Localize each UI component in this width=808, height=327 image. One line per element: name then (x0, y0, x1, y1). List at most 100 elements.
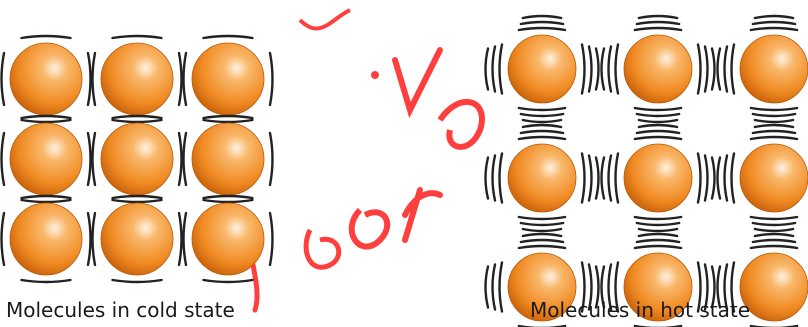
vibration-arc (111, 194, 163, 200)
hot-molecules-grid (484, 14, 808, 327)
vibration-arc (498, 152, 504, 204)
vibration-arc (202, 34, 254, 40)
vibration-arc (723, 154, 729, 202)
vibration-arc (580, 152, 586, 204)
vibration-arc (753, 227, 795, 233)
vibration-arc (491, 154, 497, 202)
vibration-arc (635, 221, 681, 227)
vibration-arc (268, 51, 274, 107)
vibration-arc (633, 135, 683, 141)
vibration-arc (600, 265, 606, 309)
molecule-sphere (507, 143, 577, 213)
vibration-arc (753, 14, 795, 20)
molecule-sphere (191, 202, 265, 276)
vibration-arc (751, 221, 797, 227)
vibration-arc (177, 131, 183, 187)
vibration-arc (633, 26, 683, 32)
vibration-arc (20, 114, 72, 120)
vibration-arc (20, 278, 72, 284)
vibration-arc (484, 156, 490, 200)
vibration-arc (614, 152, 620, 204)
vibration-arc (20, 198, 72, 204)
vibration-arc (111, 114, 163, 120)
vibration-arc (587, 45, 593, 93)
vibration-arc (730, 261, 736, 313)
vibration-arc (20, 194, 72, 200)
vibration-arc (633, 244, 683, 250)
molecule-sphere (9, 202, 83, 276)
vibration-arc (519, 238, 565, 244)
vibration-arc (710, 265, 716, 309)
molecule (182, 194, 274, 284)
vibration-arc (751, 20, 797, 26)
molecule-sphere (191, 42, 265, 116)
vibration-arc (751, 112, 797, 118)
molecule (484, 14, 600, 124)
vibration-arc (635, 112, 681, 118)
cold-state-caption: Molecules in cold state (6, 298, 235, 322)
vibration-arc (600, 156, 606, 200)
molecule-sphere (507, 252, 577, 322)
molecule (0, 114, 92, 204)
vibration-arc (749, 135, 799, 141)
vibration-arc (91, 51, 97, 107)
vibration-arc (484, 47, 490, 91)
vibration-arc (710, 47, 716, 91)
vibration-arc (594, 47, 600, 91)
vibration-arc (491, 45, 497, 93)
vibration-arc (635, 129, 681, 135)
vibration-arc (703, 263, 709, 311)
vibration-arc (519, 221, 565, 227)
vibration-arc (182, 131, 188, 187)
molecule-sphere (623, 252, 693, 322)
vibration-arc (696, 43, 702, 95)
vibration-arc (710, 156, 716, 200)
vibration-arc (521, 123, 563, 129)
vibration-arc (594, 156, 600, 200)
vibration-arc (730, 43, 736, 95)
vibration-arc (614, 261, 620, 313)
vibration-arc (517, 244, 567, 250)
vibration-arc (517, 106, 567, 112)
vibration-arc (751, 129, 797, 135)
vibration-arc (91, 211, 97, 267)
vibration-arc (268, 131, 274, 187)
molecule-sphere (100, 122, 174, 196)
vibration-arc (20, 34, 72, 40)
vibration-arc (753, 232, 795, 238)
vibration-arc (202, 198, 254, 204)
vibration-arc (635, 20, 681, 26)
molecule (484, 232, 600, 327)
molecule (182, 114, 274, 204)
vibration-arc (587, 263, 593, 311)
vibration-arc (91, 131, 97, 187)
vibration-arc (498, 43, 504, 95)
vibration-arc (703, 45, 709, 93)
vibration-arc (202, 194, 254, 200)
molecule (91, 34, 183, 124)
vibration-arc (749, 106, 799, 112)
vibration-arc (491, 263, 497, 311)
molecule (600, 123, 716, 233)
watermark (247, 8, 485, 313)
vibration-arc (749, 26, 799, 32)
cold-molecules-grid (0, 34, 274, 284)
vibration-arc (517, 215, 567, 221)
hot-state-caption: Molecules in hot state (530, 298, 751, 322)
molecule-sphere (100, 42, 174, 116)
molecule (0, 194, 92, 284)
vibration-arc (111, 34, 163, 40)
molecule-sphere (9, 42, 83, 116)
vibration-arc (716, 47, 722, 91)
vibration-arc (716, 265, 722, 309)
molecule-sphere (739, 34, 808, 104)
vibration-arc (519, 20, 565, 26)
vibration-arc (86, 131, 92, 187)
molecule (0, 34, 92, 124)
vibration-arc (177, 51, 183, 107)
vibration-arc (633, 106, 683, 112)
vibration-arc (696, 152, 702, 204)
vibration-arc (716, 156, 722, 200)
vibration-arc (20, 118, 72, 124)
